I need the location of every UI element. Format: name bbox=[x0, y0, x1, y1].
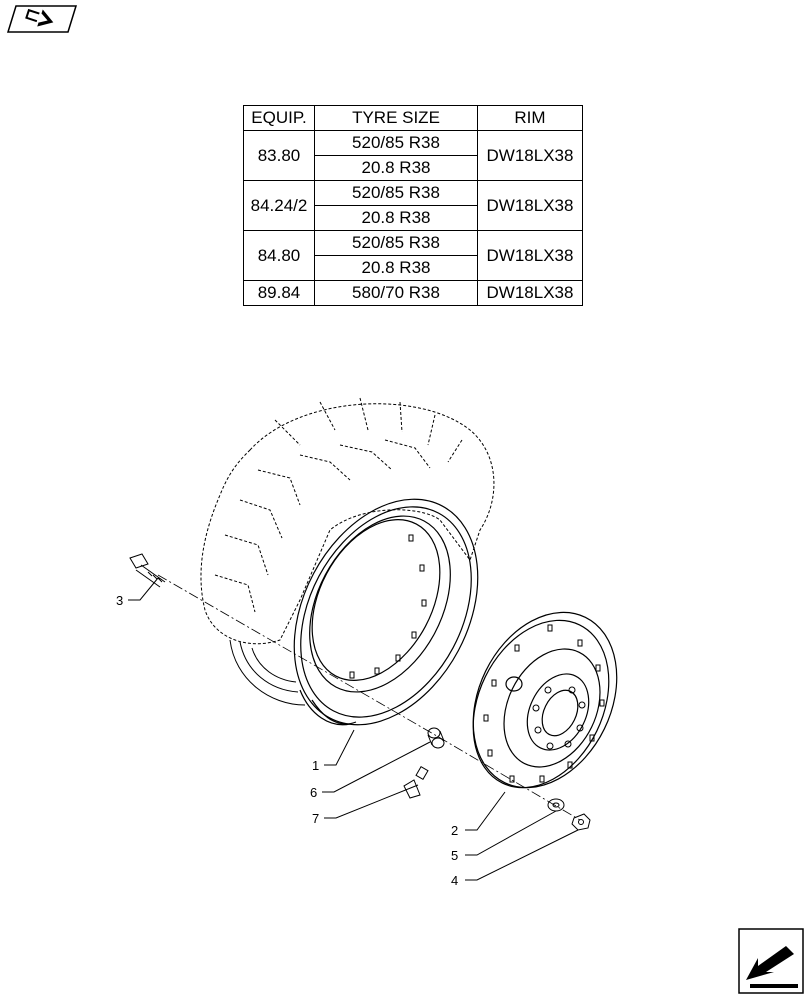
callout-2: 2 bbox=[451, 823, 458, 838]
rim-cell: DW18LX38 bbox=[477, 180, 583, 231]
callout-6: 6 bbox=[310, 785, 317, 800]
back-arrow-icon bbox=[6, 5, 78, 33]
nut-part bbox=[571, 813, 591, 831]
table-row: 84.80 520/85 R38 DW18LX38 bbox=[243, 230, 583, 281]
rim-cell: DW18LX38 bbox=[477, 280, 583, 306]
assembly-axis bbox=[157, 574, 581, 821]
callout-3: 3 bbox=[116, 593, 123, 608]
washer-part bbox=[547, 798, 565, 812]
header-rim: RIM bbox=[477, 105, 583, 131]
back-button[interactable] bbox=[6, 4, 78, 34]
table-row: 89.84 580/70 R38 DW18LX38 bbox=[243, 280, 583, 306]
tyre-size-cell: 520/85 R38 bbox=[314, 130, 478, 156]
tyre-size-cell: 520/85 R38 bbox=[314, 180, 478, 206]
tyre-size-cell: 580/70 R38 bbox=[314, 280, 478, 306]
callout-1: 1 bbox=[312, 758, 319, 773]
tyre-outline bbox=[200, 397, 495, 645]
leader-lines bbox=[128, 577, 579, 881]
valve-part bbox=[403, 765, 429, 799]
tyre-size-cell: 20.8 R38 bbox=[314, 205, 478, 231]
callout-5: 5 bbox=[451, 848, 458, 863]
next-button[interactable] bbox=[738, 928, 804, 994]
tyre-size-cell: 520/85 R38 bbox=[314, 230, 478, 256]
tyre-size-table: EQUIP. TYRE SIZE RIM 83.80 520/85 R38 DW… bbox=[243, 105, 583, 306]
table-row: 84.24/2 520/85 R38 DW18LX38 bbox=[243, 180, 583, 231]
bolt-part bbox=[129, 553, 166, 588]
header-tyre-size: TYRE SIZE bbox=[314, 105, 478, 131]
callout-4: 4 bbox=[451, 873, 458, 888]
table-row: 83.80 520/85 R38 DW18LX38 bbox=[243, 130, 583, 181]
table-row: 20.8 R38 bbox=[244, 205, 583, 231]
next-arrow-icon bbox=[738, 928, 804, 994]
tyre-sidewall bbox=[229, 639, 306, 706]
tyre-size-cell: 20.8 R38 bbox=[314, 255, 478, 281]
rim-bolt-holes bbox=[349, 534, 427, 679]
rim-cell: DW18LX38 bbox=[477, 230, 583, 281]
disc-bolt-holes bbox=[483, 624, 605, 783]
equip-cell: 89.84 bbox=[243, 280, 315, 306]
equip-cell: 83.80 bbox=[243, 130, 315, 181]
rim-cell: DW18LX38 bbox=[477, 130, 583, 181]
spacer-part bbox=[427, 727, 445, 749]
wheel-exploded-diagram: 3 1 2 6 7 5 4 bbox=[116, 397, 618, 888]
equip-cell: 84.80 bbox=[243, 230, 315, 281]
tyre-size-cell: 20.8 R38 bbox=[314, 155, 478, 181]
equip-cell: 84.24/2 bbox=[243, 180, 315, 231]
callout-7: 7 bbox=[312, 811, 319, 826]
rim bbox=[293, 498, 479, 726]
wheel-disc bbox=[472, 611, 618, 789]
header-equip: EQUIP. bbox=[243, 105, 315, 131]
